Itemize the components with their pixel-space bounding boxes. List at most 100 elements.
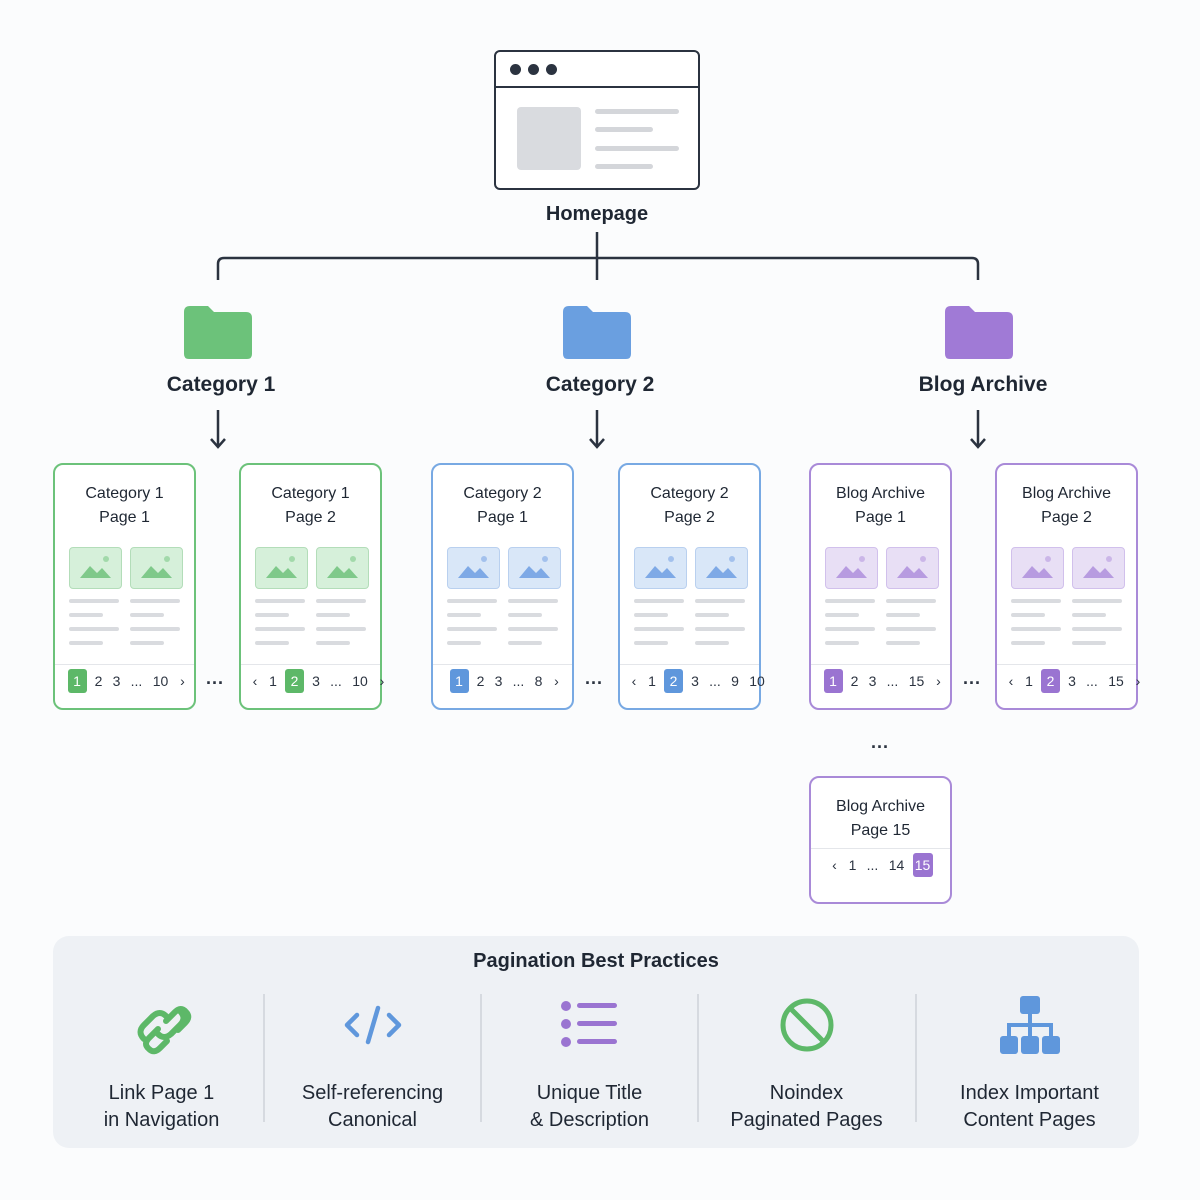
- page-number-link[interactable]: 10: [352, 673, 368, 689]
- best-practice-label: Unique Title & Description: [530, 1082, 649, 1131]
- page-number-link[interactable]: 3: [691, 673, 699, 689]
- page-number-link[interactable]: 9: [731, 673, 739, 689]
- page-number-link[interactable]: 2: [476, 673, 485, 689]
- pagination-ellipsis: ...: [512, 673, 525, 689]
- page-number-link[interactable]: 3: [112, 673, 121, 689]
- best-practice-link-page-1: Link Page 1 in Navigation: [53, 988, 270, 1138]
- card-title-line: Category 1: [85, 485, 164, 502]
- ellipsis: ...: [871, 732, 890, 752]
- prohibited-icon: [780, 998, 834, 1052]
- folder-icon-category-1: [184, 306, 252, 359]
- page-number-link[interactable]: 10: [152, 673, 169, 689]
- image-placeholder: [517, 107, 581, 170]
- next-page-icon[interactable]: ›: [180, 673, 185, 689]
- prev-page-icon[interactable]: ‹: [631, 673, 637, 689]
- list-icon: [561, 1001, 617, 1047]
- page-number-link[interactable]: 3: [868, 673, 877, 689]
- best-practice-label: Index Important Content Pages: [960, 1082, 1099, 1131]
- pagination-ellipsis: ...: [330, 673, 342, 689]
- next-page-icon[interactable]: ›: [936, 673, 941, 689]
- best-practice-noindex: Noindex Paginated Pages: [698, 988, 915, 1138]
- page-number-link[interactable]: 8: [534, 673, 543, 689]
- current-page-indicator[interactable]: 15: [912, 853, 933, 877]
- page-number-link[interactable]: 1: [269, 673, 277, 689]
- page-number-link[interactable]: 1: [848, 857, 857, 873]
- image-thumbnail-icon: [1072, 547, 1125, 589]
- link-icon: [137, 1006, 192, 1055]
- best-practice-unique-title: Unique Title & Description: [481, 988, 698, 1138]
- current-page-indicator[interactable]: 2: [1041, 669, 1060, 693]
- ellipsis: ...: [206, 668, 225, 688]
- branch-title-blog-archive: Blog Archive: [918, 373, 1048, 396]
- page-number-link[interactable]: 15: [1108, 673, 1124, 689]
- pagination-ellipsis: ...: [866, 857, 879, 873]
- page-number-link[interactable]: 14: [888, 857, 905, 873]
- card-title-line: Blog Archive: [1022, 485, 1111, 502]
- image-thumbnail-icon: [634, 547, 687, 589]
- window-dot: [546, 64, 557, 75]
- card-title-line: Blog Archive: [836, 485, 925, 502]
- image-thumbnail-icon: [316, 547, 369, 589]
- next-page-icon[interactable]: ›: [379, 673, 385, 689]
- page-number-link[interactable]: 15: [908, 673, 925, 689]
- page-number-link[interactable]: 3: [1068, 673, 1076, 689]
- card-page-label: Page 2: [285, 509, 336, 526]
- card-page-label: Page 1: [99, 509, 150, 526]
- page-number-link[interactable]: 2: [850, 673, 859, 689]
- prev-page-icon[interactable]: ‹: [832, 857, 837, 873]
- current-page-indicator[interactable]: 1: [823, 669, 843, 693]
- image-thumbnail-icon: [1011, 547, 1064, 589]
- current-page-indicator[interactable]: 1: [67, 669, 87, 693]
- page-number-link[interactable]: 3: [312, 673, 320, 689]
- prev-page-icon[interactable]: ‹: [252, 673, 258, 689]
- ellipsis: ...: [963, 668, 982, 688]
- best-practice-index-important: Index Important Content Pages: [921, 988, 1138, 1138]
- window-dot: [510, 64, 521, 75]
- homepage-label: Homepage: [545, 203, 649, 225]
- best-practice-label: Noindex Paginated Pages: [730, 1082, 883, 1131]
- window-dot: [528, 64, 539, 75]
- card-page-label: Page 1: [855, 509, 906, 526]
- page-number-link[interactable]: 10: [749, 673, 765, 689]
- prev-page-icon[interactable]: ‹: [1008, 673, 1014, 689]
- pagination-ellipsis: ...: [1086, 673, 1098, 689]
- image-thumbnail-icon: [508, 547, 561, 589]
- image-thumbnail-icon: [255, 547, 308, 589]
- image-thumbnail-icon: [695, 547, 748, 589]
- best-practices-panel: Pagination Best Practices Link Page 1 in…: [53, 936, 1139, 1148]
- current-page-indicator[interactable]: 1: [449, 669, 469, 693]
- card-title: Category 2 Page 1: [433, 482, 572, 530]
- best-practice-label: Self-referencing Canonical: [301, 1082, 444, 1131]
- page-number-link[interactable]: 3: [494, 673, 503, 689]
- next-page-icon[interactable]: ›: [554, 673, 559, 689]
- page-number-link[interactable]: 1: [648, 673, 656, 689]
- card-title: Category 1 Page 1: [55, 482, 194, 530]
- card-title-line: Category 2: [463, 485, 542, 502]
- current-page-indicator[interactable]: 2: [664, 669, 683, 693]
- best-practice-label: Link Page 1 in Navigation: [103, 1082, 220, 1131]
- pagination-ellipsis: ...: [130, 673, 143, 689]
- page-number-link[interactable]: 2: [94, 673, 103, 689]
- card-title-line: Category 1: [271, 485, 350, 502]
- next-page-icon[interactable]: ›: [1135, 673, 1141, 689]
- pagination-ellipsis: ...: [886, 673, 899, 689]
- page-number-link[interactable]: 1: [1025, 673, 1033, 689]
- current-page-indicator[interactable]: 2: [285, 669, 304, 693]
- card-title: Category 1 Page 2: [241, 482, 380, 530]
- folder-icon-category-2: [563, 306, 631, 359]
- best-practice-canonical: Self-referencing Canonical: [264, 988, 481, 1138]
- pagination-ellipsis: ...: [709, 673, 721, 689]
- folder-icon-blog-archive: [945, 306, 1013, 359]
- ellipsis: ...: [585, 668, 604, 688]
- card-page-label: Page 1: [477, 509, 528, 526]
